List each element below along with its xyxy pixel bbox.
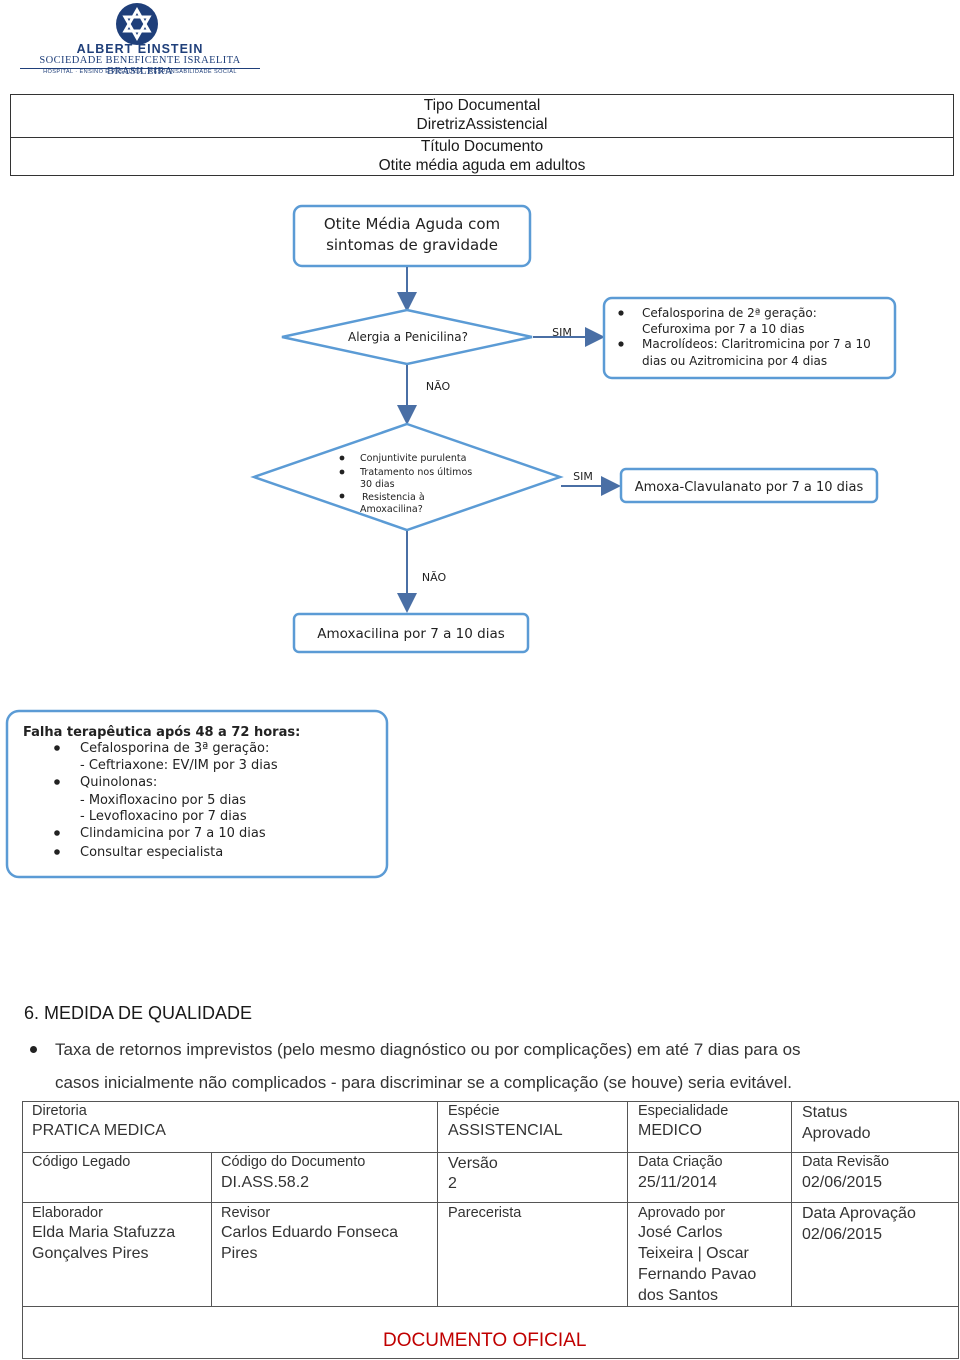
logo-subtitle: SOCIEDADE BENEFICENTE ISRAELITA BRASILEI… bbox=[39, 55, 241, 77]
quality-bullet-line2: casos inicialmente não complicados - par… bbox=[55, 1073, 792, 1092]
failure-line-4: - Moxifloxacino por 5 dias bbox=[80, 793, 246, 808]
decision-allergy-label: Alergia a Penicilina? bbox=[348, 330, 468, 344]
diretoria-value: PRATICA MEDICA bbox=[32, 1122, 166, 1139]
data-criacao-value: 25/11/2014 bbox=[638, 1174, 717, 1191]
status-value: Aprovado bbox=[802, 1125, 871, 1142]
aprovado-por-label: Aprovado por bbox=[638, 1205, 726, 1221]
decision-risk-factors: Conjuntivite purulenta Tratamento nos úl… bbox=[250, 422, 564, 532]
failure-line-5: - Levofloxacino por 7 dias bbox=[80, 809, 247, 824]
start-box: Otite Média Aguda com sintomas de gravid… bbox=[292, 204, 532, 268]
header-divider bbox=[11, 137, 953, 138]
failure-line-7: Consultar especialista bbox=[80, 845, 223, 860]
data-aprovacao-value: 02/06/2015 bbox=[802, 1226, 883, 1243]
yes2-label: SIM bbox=[573, 470, 593, 483]
bullet-icon bbox=[30, 1046, 37, 1053]
tipo-documental-label: Tipo Documental bbox=[423, 97, 541, 114]
revisor-name-line2: Pires bbox=[221, 1245, 258, 1262]
grid-vline bbox=[627, 1102, 628, 1306]
hospital-logo: ALBERT EINSTEIN SOCIEDADE BENEFICENTE IS… bbox=[20, 2, 260, 77]
especie-label: Espécie bbox=[448, 1103, 500, 1119]
allergy-item2-title: Macrolídeos: Claritromicina por 7 a 10 bbox=[642, 337, 871, 351]
grid-hline bbox=[23, 1152, 958, 1153]
logo-tagline: HOSPITAL · ENSINO E PESQUISA · RESPONSAB… bbox=[43, 69, 237, 75]
failure-line-2: - Ceftriaxone: EV/IM por 3 dias bbox=[80, 758, 278, 773]
risk-item1: Conjuntivite purulenta bbox=[360, 453, 466, 464]
elaborador-name-line1: Elda Maria Stafuzza bbox=[32, 1224, 176, 1241]
status-label: Status bbox=[802, 1104, 848, 1121]
yes1-label: SIM bbox=[552, 326, 572, 339]
revisor-name-line1: Carlos Eduardo Fonseca bbox=[221, 1224, 398, 1241]
data-revisao-label: Data Revisão bbox=[802, 1154, 890, 1170]
risk-item2b: 30 dias bbox=[360, 479, 395, 490]
elaborador-label: Elaborador bbox=[32, 1205, 103, 1221]
failure-line-1: Cefalosporina de 3ª geração: bbox=[80, 741, 269, 756]
grid-vline bbox=[791, 1102, 792, 1306]
tipo-documental-value: DiretrizAssistencial bbox=[416, 116, 548, 133]
codigo-documento-label: Código do Documento bbox=[221, 1154, 366, 1170]
codigo-legado-label: Código Legado bbox=[32, 1154, 131, 1170]
amoxa-clavulanato-label: Amoxa-Clavulanato por 7 a 10 dias bbox=[635, 480, 864, 495]
aprovado-por-line4: dos Santos bbox=[638, 1287, 719, 1304]
logo-name: ALBERT EINSTEIN bbox=[76, 42, 204, 56]
aprovado-por-line3: Fernando Pavao bbox=[638, 1266, 757, 1283]
aprovado-por-line2: Teixeira | Oscar bbox=[638, 1245, 749, 1262]
data-revisao-value: 02/06/2015 bbox=[802, 1174, 883, 1191]
decision-allergy: Alergia a Penicilina? bbox=[281, 308, 533, 366]
start-box-line1: Otite Média Aguda com bbox=[324, 215, 500, 233]
grid-vline bbox=[211, 1152, 212, 1306]
titulo-documento-value: Otite média aguda em adultos bbox=[378, 157, 586, 174]
treatment-flowchart: Otite Média Aguda com sintomas de gravid… bbox=[5, 204, 897, 879]
amoxa-clavulanato-box: Amoxa-Clavulanato por 7 a 10 dias bbox=[619, 467, 879, 504]
allergy-item2-detail: dias ou Azitromicina por 4 dias bbox=[642, 354, 827, 368]
titulo-documento-label: Título Documento bbox=[420, 138, 544, 155]
logo-divider bbox=[20, 68, 260, 69]
risk-item3: Resistencia à bbox=[362, 492, 425, 503]
no1-label: NÃO bbox=[426, 380, 451, 393]
grid-vline bbox=[437, 1102, 438, 1306]
data-aprovacao-label: Data Aprovação bbox=[802, 1205, 916, 1222]
amoxicilina-label: Amoxacilina por 7 a 10 dias bbox=[317, 626, 505, 642]
risk-item3b: Amoxacilina? bbox=[360, 504, 423, 515]
therapeutic-failure-box: Falha terapêutica após 48 a 72 horas: Ce… bbox=[5, 709, 389, 879]
failure-line-3: Quinolonas: bbox=[80, 775, 157, 790]
start-box-line2: sintomas de gravidade bbox=[326, 236, 498, 254]
versao-label: Versão bbox=[448, 1155, 498, 1172]
especie-value: ASSISTENCIAL bbox=[448, 1122, 563, 1139]
revisor-label: Revisor bbox=[221, 1205, 271, 1221]
failure-line-6: Clindamicina por 7 a 10 dias bbox=[80, 826, 266, 841]
document-header: Tipo Documental DiretrizAssistencial Tít… bbox=[10, 94, 954, 176]
documento-oficial-stamp: DOCUMENTO OFICIAL bbox=[383, 1330, 587, 1351]
grid-hline bbox=[23, 1202, 958, 1203]
allergy-item1-detail: Cefuroxima por 7 a 10 dias bbox=[642, 322, 805, 336]
parecerista-label: Parecerista bbox=[448, 1205, 522, 1221]
diretoria-label: Diretoria bbox=[32, 1103, 87, 1119]
star-of-david-icon bbox=[116, 3, 158, 45]
document-info-grid: Diretoria PRATICA MEDICA Espécie ASSISTE… bbox=[22, 1101, 959, 1359]
failure-title: Falha terapêutica após 48 a 72 horas: bbox=[23, 725, 300, 740]
amoxicilina-box: Amoxacilina por 7 a 10 dias bbox=[292, 612, 530, 654]
risk-item2: Tratamento nos últimos bbox=[359, 467, 472, 478]
allergy-treatment-box: Cefalosporina de 2ª geração: Cefuroxima … bbox=[602, 296, 897, 380]
no2-label: NÃO bbox=[422, 571, 447, 584]
elaborador-name-line2: Gonçalves Pires bbox=[32, 1245, 149, 1262]
versao-value: 2 bbox=[448, 1175, 457, 1192]
codigo-documento-value: DI.ASS.58.2 bbox=[221, 1174, 310, 1191]
data-criacao-label: Data Criação bbox=[638, 1154, 723, 1170]
quality-section-title: 6. MEDIDA DE QUALIDADE bbox=[24, 1003, 253, 1023]
especialidade-value: MEDICO bbox=[638, 1122, 702, 1139]
allergy-item1-title: Cefalosporina de 2ª geração: bbox=[642, 306, 817, 320]
quality-bullet-line1: Taxa de retornos imprevistos (pelo mesmo… bbox=[55, 1040, 801, 1059]
aprovado-por-line1: José Carlos bbox=[638, 1224, 723, 1241]
grid-hline bbox=[23, 1306, 958, 1307]
especialidade-label: Especialidade bbox=[638, 1103, 729, 1119]
